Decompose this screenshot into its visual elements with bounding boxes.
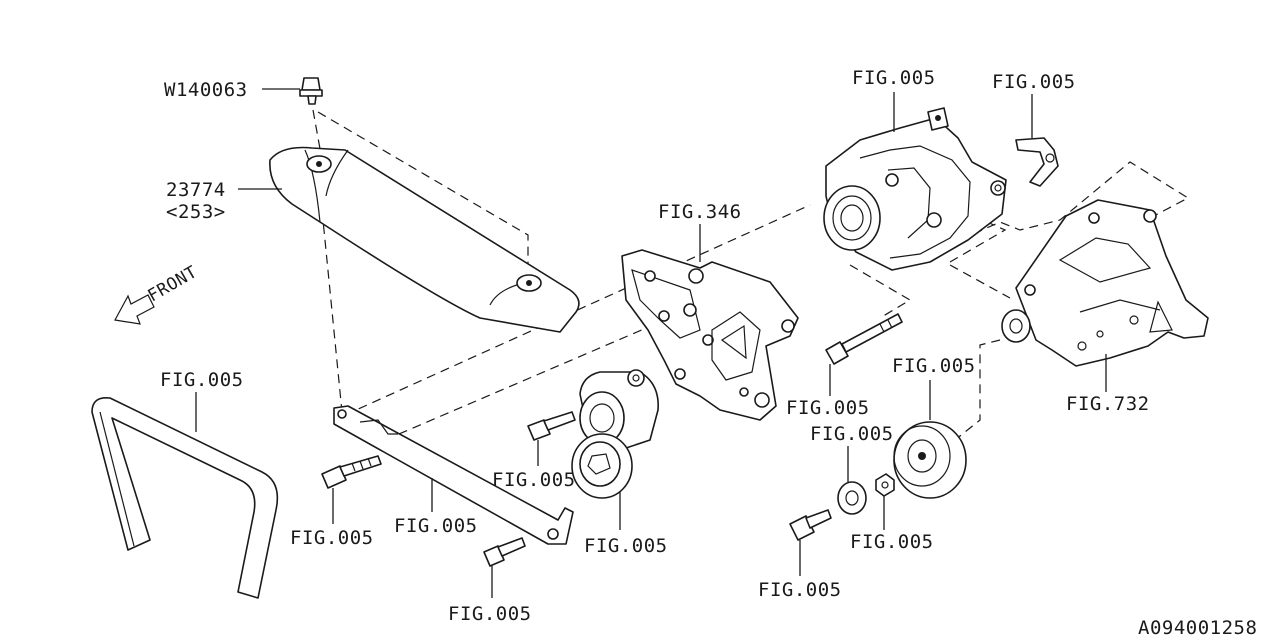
callout-alternator: FIG.005	[852, 67, 936, 89]
alternator-bracket[interactable]	[1015, 137, 1059, 187]
rod-bolt[interactable]	[321, 455, 382, 489]
callout-idler-pulley: FIG.005	[892, 355, 976, 377]
washer[interactable]	[837, 481, 867, 515]
nut[interactable]	[875, 473, 895, 497]
callout-belt: FIG.005	[160, 369, 244, 391]
long-bolt[interactable]	[825, 313, 903, 365]
engine-mount-732[interactable]	[1001, 199, 1209, 367]
stay-bolt[interactable]	[483, 537, 526, 567]
diagram-id: A094001258	[1138, 617, 1257, 639]
callout-rod-bolt: FIG.005	[290, 527, 374, 549]
callout-stay-bolt: FIG.005	[448, 603, 532, 625]
callout-washer: FIG.005	[810, 423, 894, 445]
idler-pulley[interactable]	[893, 421, 967, 499]
pulley-bolt[interactable]	[789, 509, 832, 541]
alternator[interactable]	[823, 107, 1007, 271]
bracket-346[interactable]	[621, 249, 799, 421]
callout-23774: 23774	[166, 179, 226, 201]
drive-belt[interactable]	[91, 396, 279, 599]
callout-long-bolt: FIG.005	[786, 397, 870, 419]
callout-nut: FIG.005	[850, 531, 934, 553]
callout-stay-rod: FIG.005	[394, 515, 478, 537]
tensioner-assembly[interactable]	[579, 369, 659, 451]
callout-w140063: W140063	[164, 79, 248, 101]
front-arrow: FRONT	[114, 262, 201, 325]
callout-pulley-bolt: FIG.005	[758, 579, 842, 601]
callout-253: <253>	[166, 201, 226, 223]
front-arrow-label: FRONT	[145, 262, 201, 306]
tensioner-pulley[interactable]	[571, 433, 633, 499]
tensioner-bolt[interactable]	[527, 411, 576, 441]
callout-alt-bracket: FIG.005	[992, 71, 1076, 93]
callout-fig346: FIG.346	[658, 201, 742, 223]
callout-tensioner-bolt: FIG.005	[492, 469, 576, 491]
belt-cover-23774[interactable]	[269, 146, 580, 333]
callout-tensioner-pulley: FIG.005	[584, 535, 668, 557]
callout-fig732: FIG.732	[1066, 393, 1150, 415]
bolt-w140063[interactable]	[299, 77, 323, 105]
stay-rod[interactable]	[333, 405, 574, 545]
